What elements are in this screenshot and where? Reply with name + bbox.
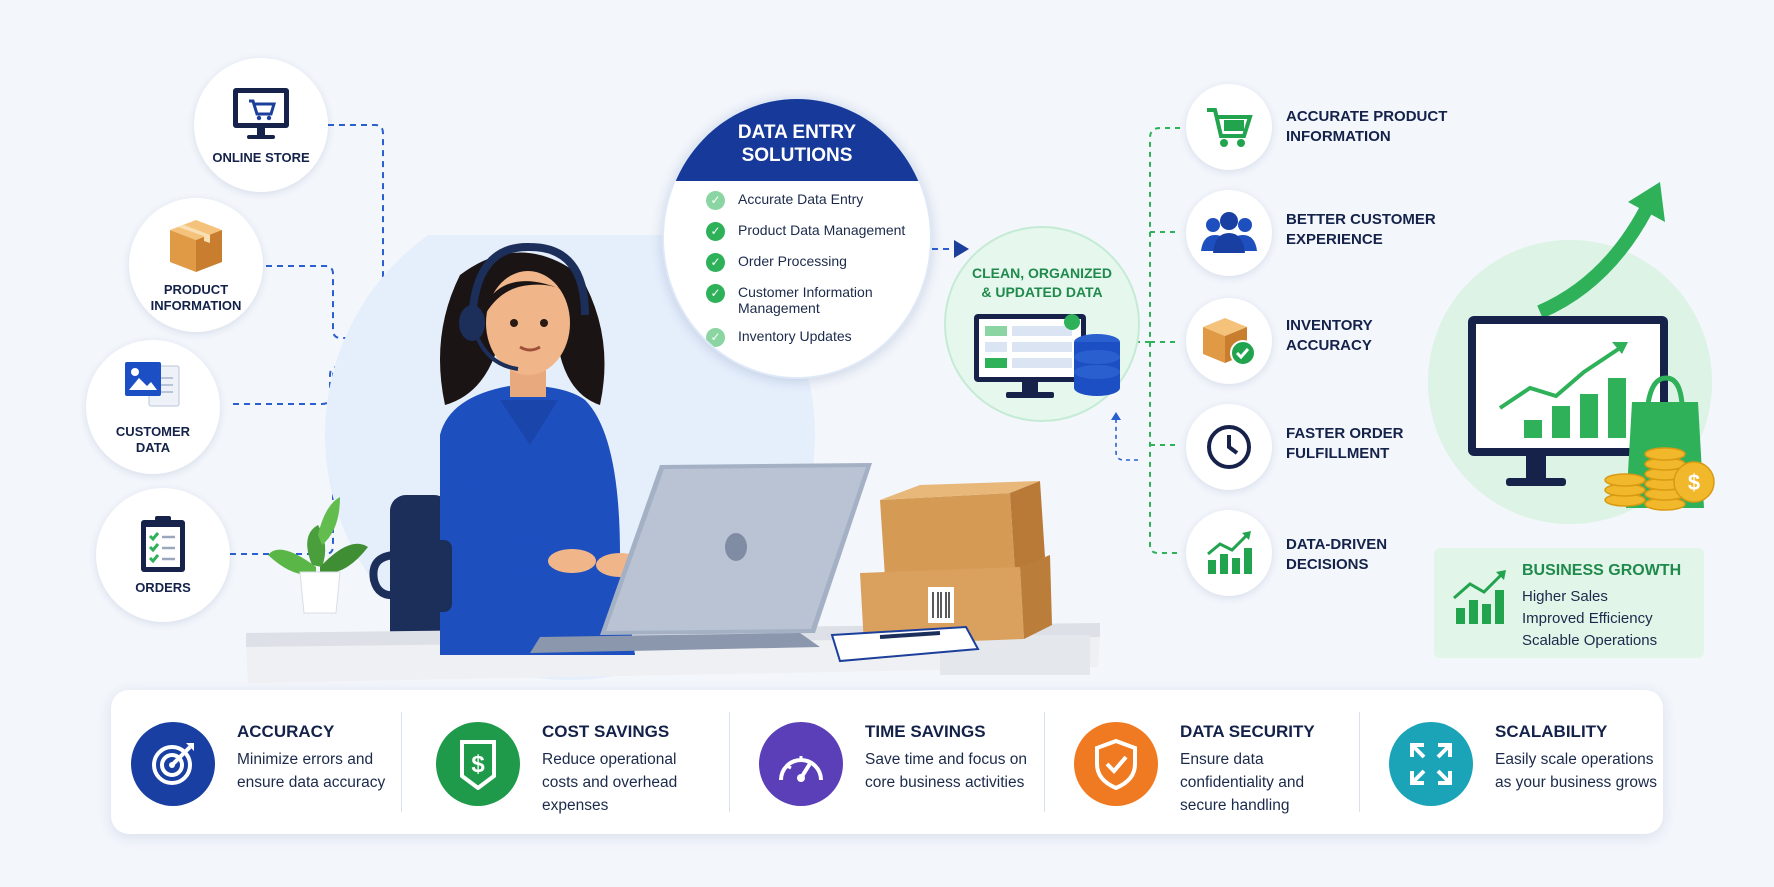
cart-icon <box>1207 108 1253 147</box>
divider <box>1044 712 1045 812</box>
source-label: Orders <box>135 580 191 595</box>
benefit-label: Faster Order Fulfillment <box>1286 425 1404 462</box>
feature-time-savings: Time Savings Save time and focus on core… <box>739 690 1049 834</box>
feature-accuracy: Accuracy Minimize errors and ensure data… <box>111 690 421 834</box>
growth-chart-icon <box>1453 570 1506 624</box>
divider <box>1359 712 1360 812</box>
feature-desc: Save time and focus on core business act… <box>865 751 1027 791</box>
solutions-item: ✓ Customer Information Management <box>706 284 930 316</box>
source-label: Product Information <box>150 282 242 313</box>
clean-data-circle: Clean, Organized & Updated Data <box>944 226 1140 422</box>
speedometer-icon <box>759 722 843 806</box>
data-entry-solutions: Data Entry Solutions ✓ Accurate Data Ent… <box>662 97 932 379</box>
solutions-list: ✓ Accurate Data Entry ✓ Product Data Man… <box>664 181 930 347</box>
check-icon: ✓ <box>706 284 725 303</box>
check-icon: ✓ <box>706 191 725 210</box>
source-online-store: Online Store <box>194 58 328 192</box>
features-panel: Accuracy Minimize errors and ensure data… <box>111 690 1663 834</box>
feature-title: Data Security <box>1180 722 1315 741</box>
target-icon <box>131 722 215 806</box>
source-product-information: Product Information <box>129 198 263 332</box>
box-check-icon <box>1203 318 1256 366</box>
expand-arrows-icon <box>1389 722 1473 806</box>
svg-text:$: $ <box>471 751 485 778</box>
solutions-item: ✓ Accurate Data Entry <box>706 191 930 210</box>
benefit-data-driven-decisions <box>1186 510 1272 596</box>
clock-icon <box>1207 425 1251 469</box>
svg-text:$: $ <box>1688 470 1700 495</box>
clean-data-title: Clean, Organized & Updated Data <box>972 265 1112 300</box>
feature-title: Cost Savings <box>542 722 670 741</box>
users-icon <box>1201 212 1257 253</box>
shield-check-icon <box>1074 722 1158 806</box>
benefit-accurate-product-information <box>1186 84 1272 170</box>
benefit-label: Better Customer Experience <box>1286 211 1436 248</box>
documents-icon <box>125 362 180 407</box>
benefit-label: Inventory Accuracy <box>1286 317 1373 354</box>
feature-scalability: Scalability Easily scale operations as y… <box>1369 690 1679 834</box>
feature-desc: Minimize errors and ensure data accuracy <box>237 751 386 791</box>
feature-cost-savings: $ Cost Savings Reduce operational costs … <box>416 690 726 834</box>
dollar-tag-icon: $ <box>436 722 520 806</box>
clipboard-icon <box>141 516 185 572</box>
solutions-item: ✓ Order Processing <box>706 253 930 272</box>
feature-title: Scalability <box>1495 722 1608 741</box>
monitor-cart-icon <box>233 88 289 139</box>
growth-title: Business Growth <box>1522 562 1682 579</box>
benefit-label: Data-Driven Decisions <box>1286 536 1388 573</box>
growth-illustration: $ <box>1468 182 1715 511</box>
source-label: Online Store <box>212 150 310 165</box>
bar-chart-icon <box>1207 531 1252 574</box>
monitor-database-icon <box>974 314 1120 398</box>
growth-list: Higher Sales Improved Efficiency Scalabl… <box>1522 586 1657 652</box>
growth-item: Higher Sales <box>1522 588 1608 605</box>
feature-data-security: Data Security Ensure data confidentialit… <box>1054 690 1364 834</box>
business-growth-box: Business Growth Higher Sales Improved Ef… <box>1434 548 1704 658</box>
box-icon <box>170 220 222 272</box>
check-icon: ✓ <box>706 222 725 241</box>
benefit-faster-order-fulfillment <box>1186 404 1272 490</box>
source-customer-data: Customer Data <box>86 340 220 474</box>
check-icon: ✓ <box>706 328 725 347</box>
benefit-inventory-accuracy <box>1186 298 1272 384</box>
source-orders: Orders <box>96 488 230 622</box>
divider <box>729 712 730 812</box>
agent-illustration <box>246 235 1100 683</box>
growth-item: Improved Efficiency <box>1522 610 1653 627</box>
feature-title: Accuracy <box>237 722 335 741</box>
growth-item: Scalable Operations <box>1522 632 1658 649</box>
benefit-better-customer-experience <box>1186 190 1272 276</box>
solutions-item: ✓ Product Data Management <box>706 222 930 241</box>
divider <box>401 712 402 812</box>
solutions-item: ✓ Inventory Updates <box>706 328 930 347</box>
feature-desc: Ensure data confidentiality and secure h… <box>1180 751 1305 814</box>
feature-title: Time Savings <box>865 722 986 741</box>
check-icon: ✓ <box>706 253 725 272</box>
feature-desc: Easily scale operations as your business… <box>1495 751 1657 791</box>
source-label: Customer Data <box>115 424 191 455</box>
benefit-label: Accurate Product Information <box>1286 108 1448 145</box>
feature-desc: Reduce operational costs and overhead ex… <box>542 751 678 814</box>
